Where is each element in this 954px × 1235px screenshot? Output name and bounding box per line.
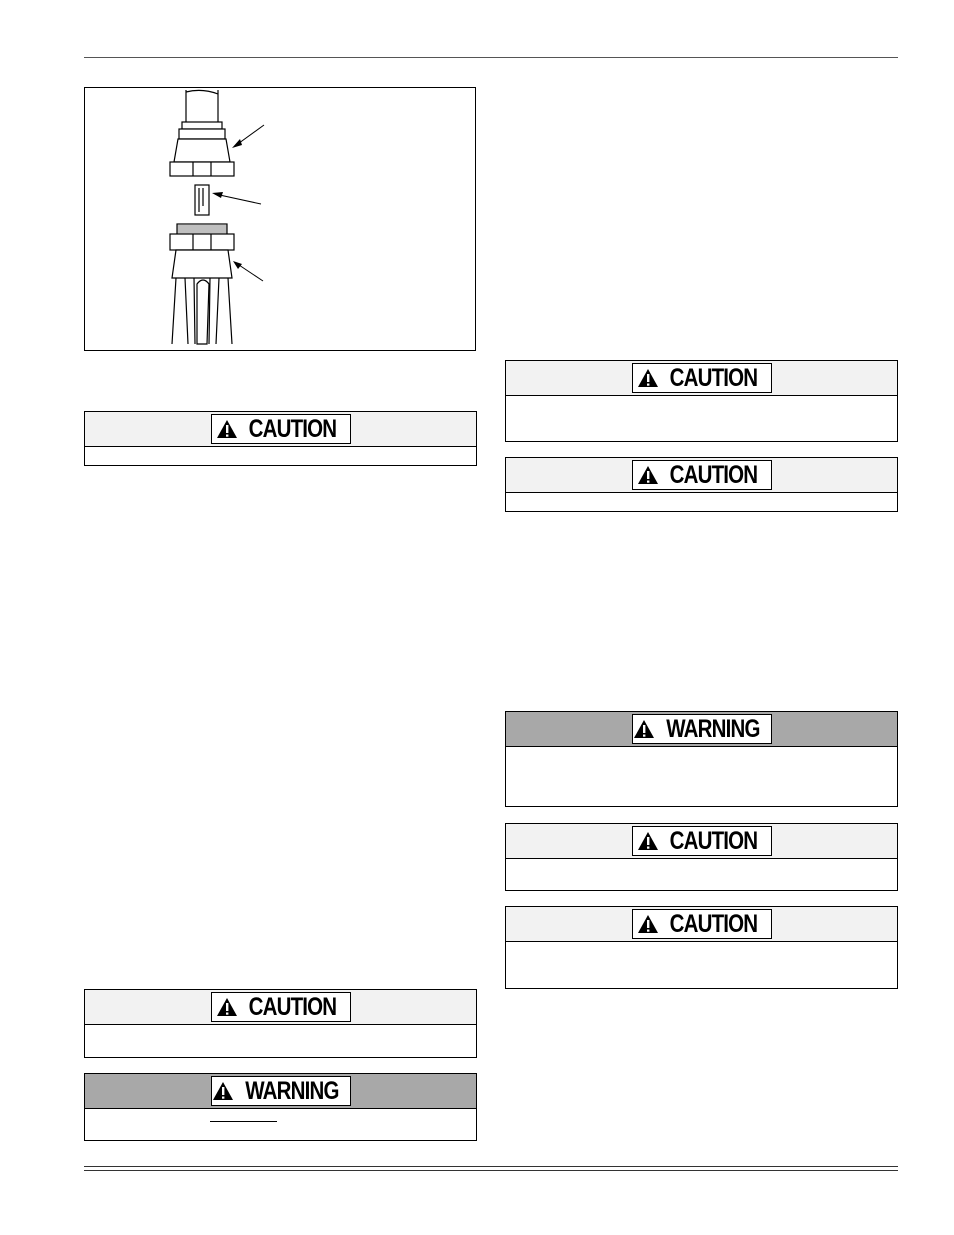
caution-label: CAUTION	[631, 460, 772, 490]
nozzle-assembly-drawing	[169, 89, 265, 345]
underline-mark	[210, 1121, 277, 1122]
warning-notice-2: WARNING	[505, 711, 898, 807]
warning-header: WARNING	[506, 712, 897, 747]
caution-text: CAUTION	[248, 415, 336, 443]
warning-label: WARNING	[210, 1076, 351, 1106]
caution-header: CAUTION	[85, 990, 476, 1025]
warning-text: WARNING	[245, 1077, 339, 1105]
caution-label: CAUTION	[210, 414, 351, 444]
warning-triangle-icon	[637, 369, 658, 387]
caution-notice-5: CAUTION	[505, 823, 898, 891]
caution-header: CAUTION	[506, 824, 897, 859]
caution-text: CAUTION	[669, 827, 757, 855]
warning-label: WARNING	[631, 714, 772, 744]
caution-notice-2: CAUTION	[84, 989, 477, 1058]
warning-triangle-icon	[216, 998, 237, 1016]
warning-triangle-icon	[637, 466, 658, 484]
caution-label: CAUTION	[631, 363, 772, 393]
warning-triangle-icon	[216, 420, 237, 438]
warning-text: WARNING	[666, 715, 760, 743]
caution-text: CAUTION	[669, 910, 757, 938]
caution-notice-4: CAUTION	[505, 457, 898, 512]
caution-header: CAUTION	[506, 907, 897, 942]
warning-header: WARNING	[85, 1074, 476, 1109]
caution-text: CAUTION	[248, 993, 336, 1021]
nozzle-figure	[84, 87, 476, 351]
warning-notice-1: WARNING	[84, 1073, 477, 1141]
caution-label: CAUTION	[631, 826, 772, 856]
caution-text: CAUTION	[669, 461, 757, 489]
header-rule	[84, 57, 898, 58]
caution-notice-1: CAUTION	[84, 411, 477, 466]
warning-triangle-icon	[213, 1082, 234, 1100]
caution-notice-6: CAUTION	[505, 906, 898, 989]
caution-label: CAUTION	[210, 992, 351, 1022]
caution-label: CAUTION	[631, 909, 772, 939]
warning-triangle-icon	[634, 720, 655, 738]
warning-triangle-icon	[637, 832, 658, 850]
caution-notice-3: CAUTION	[505, 360, 898, 442]
caution-text: CAUTION	[669, 364, 757, 392]
warning-triangle-icon	[637, 915, 658, 933]
caution-header: CAUTION	[506, 458, 897, 493]
caution-header: CAUTION	[506, 361, 897, 396]
footer-rule	[84, 1166, 898, 1171]
caution-header: CAUTION	[85, 412, 476, 447]
